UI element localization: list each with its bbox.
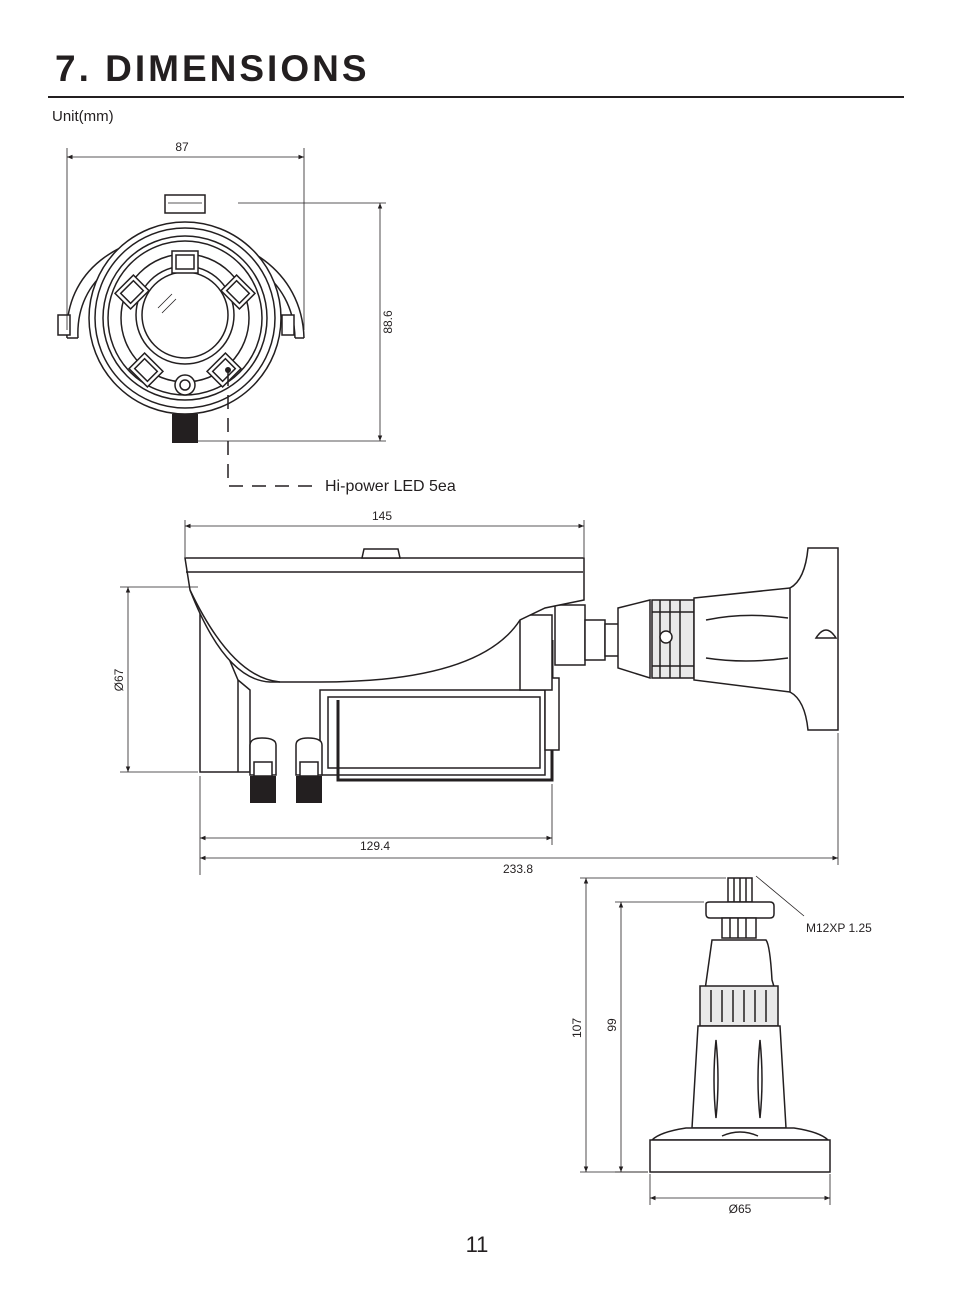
front-view: 87 88.6 Hi-power LED 5ea (57, 140, 456, 495)
dim-bracket-height-label: 99 (605, 1018, 619, 1032)
dim-front-height-label: 88.6 (381, 310, 395, 334)
unit-label: Unit(mm) (52, 108, 114, 125)
bracket-thread-callout: M12XP 1.25 (755, 875, 872, 935)
side-view: 145 (112, 509, 839, 876)
dim-bracket-total-height: 107 (570, 877, 726, 1173)
dim-side-body-length: 129.4 (199, 776, 553, 853)
dim-side-length: 145 (184, 509, 585, 557)
side-sunshield (184, 557, 585, 683)
dim-front-width-label: 87 (175, 140, 189, 154)
dim-side-overall-length-label: 233.8 (503, 862, 533, 876)
dim-bracket-base-diameter-label: Ø65 (729, 1202, 752, 1216)
title-divider (48, 96, 904, 98)
side-bracket (604, 547, 839, 731)
dim-side-body-length-label: 129.4 (360, 839, 390, 853)
front-leds (113, 250, 257, 396)
dim-side-length-label: 145 (372, 509, 392, 523)
dim-side-diameter-label: Ø67 (112, 668, 126, 691)
side-cable-glands (249, 737, 323, 803)
dim-front-height: 88.6 (198, 202, 395, 442)
led-callout: Hi-power LED 5ea (227, 372, 456, 495)
page-title: 7. DIMENSIONS (55, 48, 370, 89)
dim-side-overall-length: 233.8 (199, 733, 839, 876)
led-callout-label: Hi-power LED 5ea (325, 478, 456, 495)
front-cable-gland (172, 414, 198, 443)
dim-bracket-height: 99 (605, 901, 704, 1173)
bracket-thread-label: M12XP 1.25 (806, 921, 872, 935)
dim-front-width: 87 (66, 140, 305, 330)
bracket-view: M12XP 1.25 107 99 Ø65 (570, 875, 872, 1216)
dim-bracket-total-height-label: 107 (570, 1018, 584, 1038)
side-housing-body (319, 689, 546, 776)
dim-bracket-base-diameter: Ø65 (649, 1174, 831, 1216)
page-number: 11 (465, 1232, 489, 1257)
dim-side-diameter: Ø67 (112, 586, 198, 773)
